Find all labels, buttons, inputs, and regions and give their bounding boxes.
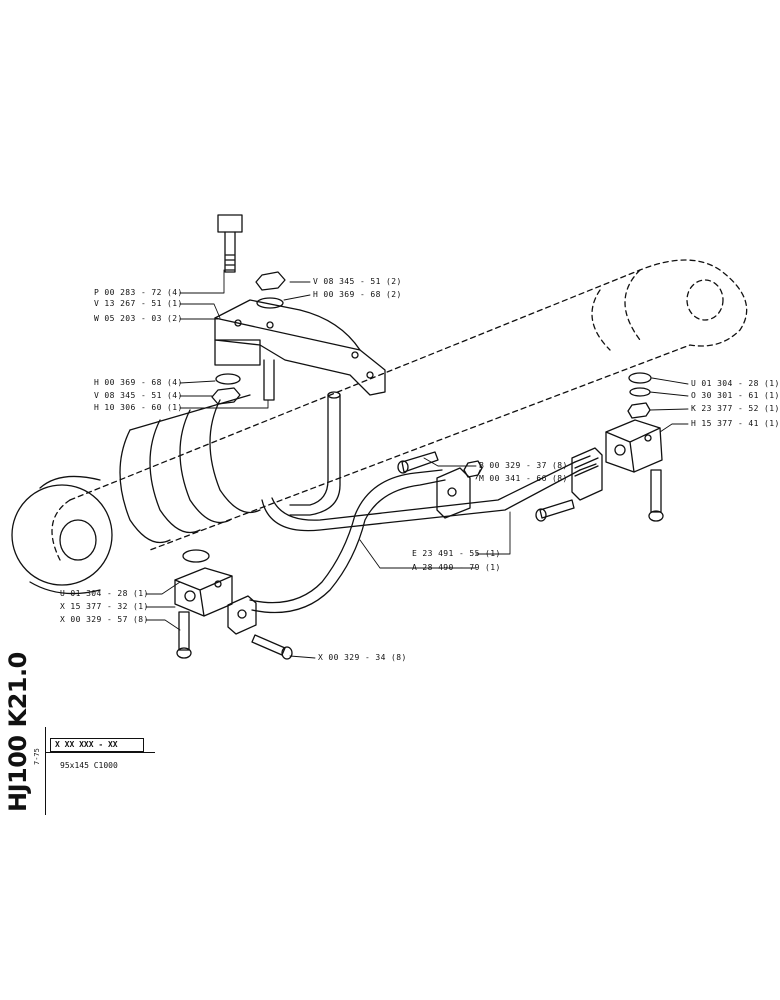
seals-right <box>627 372 652 419</box>
nut-stack-left <box>211 359 275 405</box>
label-a-28-490-79: A 28 490 - 79 (1) <box>412 563 501 572</box>
label-k-23-377-52: K 23 377 - 52 (1) <box>691 404 780 413</box>
flange-right <box>571 447 603 501</box>
title-frame-vertical <box>45 727 46 815</box>
label-v-08-345-51-top: V 08 345 - 51 (2) <box>313 277 402 286</box>
pivot-eye <box>686 279 724 321</box>
clamp-bracket <box>214 299 386 396</box>
upper-pipe <box>289 391 341 516</box>
label-x-00-329-34: X 00 329 - 34 (8) <box>318 653 407 662</box>
part-number-box: X XX XXX - XX <box>50 738 144 752</box>
drawing-date: 7-75 <box>33 748 41 765</box>
label-u-01-304-28-right: U 01 304 - 28 (1) <box>691 379 780 388</box>
label-w-05-203-03: W 05 203 - 03 (2) <box>94 314 183 323</box>
label-b-00-329-37: B 00 329 - 37 (8) <box>479 461 568 470</box>
flange-middle <box>436 467 471 519</box>
valve-block-right <box>605 419 663 473</box>
main-s-pipe <box>249 469 446 614</box>
bolt-middle-lower <box>535 499 575 522</box>
label-x-00-329-57: X 00 329 - 57 (8) <box>60 615 149 624</box>
bolt-bottom <box>251 634 293 660</box>
valve-block-left <box>174 549 233 617</box>
label-v-13-267-51: V 13 267 - 51 (1) <box>94 299 183 308</box>
flange-left <box>227 595 257 635</box>
label-h-00-369-68-top: H 00 369 - 68 (2) <box>313 290 402 299</box>
bolt-top <box>217 214 243 273</box>
bolt-left <box>176 611 192 659</box>
leader-lines <box>145 269 689 659</box>
cylinder-outline <box>51 259 748 561</box>
label-e-23-491-55: E 23 491 - 55 (1) <box>412 549 501 558</box>
label-m-00-341-66: M 00 341 - 66 (8) <box>479 474 568 483</box>
label-p-00-283-72: P 00 283 - 72 (4) <box>94 288 183 297</box>
model-title: HJ100 K21.0 <box>4 652 32 812</box>
size-note: 95x145 C1000 <box>60 761 118 770</box>
label-x-15-377-32: X 15 377 - 32 (1) <box>60 602 149 611</box>
label-h-00-369-68-left: H 00 369 - 68 (4) <box>94 378 183 387</box>
cylinder-end <box>11 394 261 595</box>
label-o-30-301-61: O 30 301 - 61 (1) <box>691 391 780 400</box>
label-h-15-377-41: H 15 377 - 41 (1) <box>691 419 780 428</box>
label-v-08-345-51-left: V 08 345 - 51 (4) <box>94 391 183 400</box>
bolt-middle <box>397 451 439 474</box>
label-h-10-306-60: H 10 306 - 60 (1) <box>94 403 183 412</box>
bolt-right <box>648 469 664 522</box>
nut-washer-top <box>255 271 286 309</box>
title-frame-horizontal <box>45 752 155 753</box>
return-pipe <box>261 455 597 532</box>
label-u-01-304-28-left: U 01 304 - 28 (1) <box>60 589 149 598</box>
